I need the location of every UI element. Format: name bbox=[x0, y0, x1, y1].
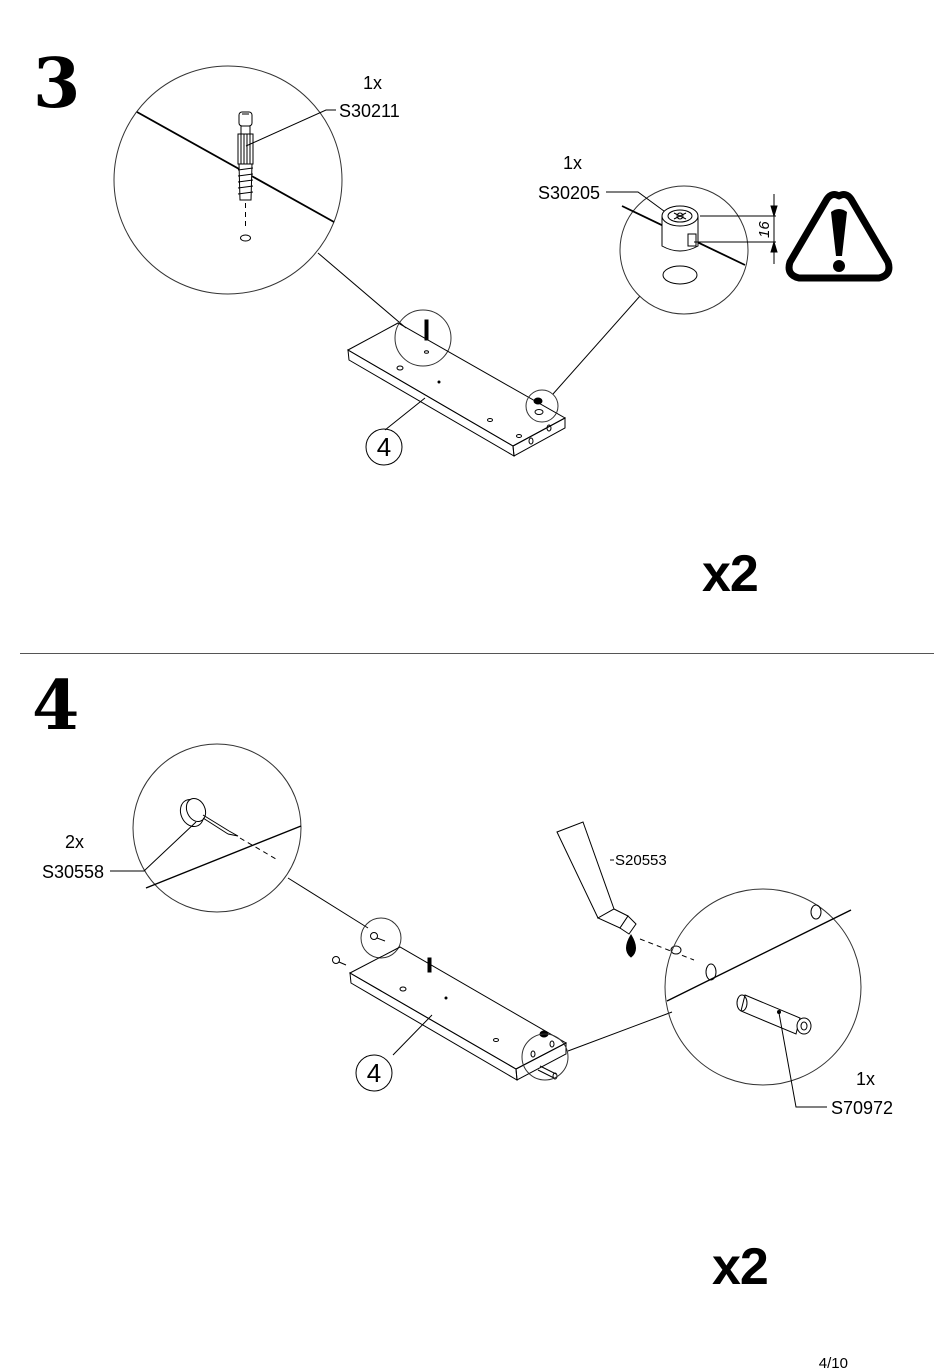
glide-nail-icon bbox=[179, 797, 277, 860]
detail-circle-glide bbox=[110, 743, 369, 929]
panel-number-step-3: 4 bbox=[377, 432, 391, 462]
panel-number-badge bbox=[365, 428, 403, 466]
part-code-s70972: S70972 bbox=[831, 1098, 894, 1118]
part-code-s30205: S30205 bbox=[538, 183, 601, 203]
cam-lock-icon bbox=[661, 205, 699, 285]
bolt-small-icon bbox=[424, 319, 429, 354]
step-3-number: 3 bbox=[33, 44, 81, 124]
warning-triangle-icon bbox=[785, 191, 893, 282]
panel-step-4 bbox=[348, 946, 568, 1081]
detail-circle-cam-bolt bbox=[113, 65, 407, 329]
cam-lock-small-icon bbox=[533, 397, 544, 415]
page-number: 4/10 bbox=[818, 1355, 848, 1372]
glue-tube-icon bbox=[556, 821, 695, 961]
cam-bolt-icon bbox=[237, 111, 254, 242]
panel-number-step-4: 4 bbox=[367, 1058, 381, 1088]
part-qty-s70972: 1x bbox=[856, 1069, 876, 1089]
part-code-s20553: S20553 bbox=[615, 852, 667, 869]
detail-circle-cam-lock bbox=[606, 185, 778, 315]
part-qty-s30211: 1x bbox=[363, 73, 383, 93]
step-4-multiplier: x2 bbox=[712, 1238, 769, 1296]
part-code-s30558: S30558 bbox=[42, 862, 105, 882]
step-3-multiplier: x2 bbox=[702, 545, 759, 603]
step-4-number: 4 bbox=[32, 666, 80, 746]
part-qty-s30205: 1x bbox=[563, 153, 583, 173]
part-code-s30211: S30211 bbox=[339, 101, 400, 121]
glide-small-icon bbox=[332, 932, 432, 973]
step-divider bbox=[20, 653, 934, 654]
panel-step-3 bbox=[346, 322, 567, 457]
dimension-16: 16 bbox=[756, 221, 773, 238]
dowel-icon bbox=[736, 994, 812, 1035]
part-qty-s30558: 2x bbox=[65, 832, 85, 852]
detail-circle-dowel bbox=[664, 888, 862, 1108]
